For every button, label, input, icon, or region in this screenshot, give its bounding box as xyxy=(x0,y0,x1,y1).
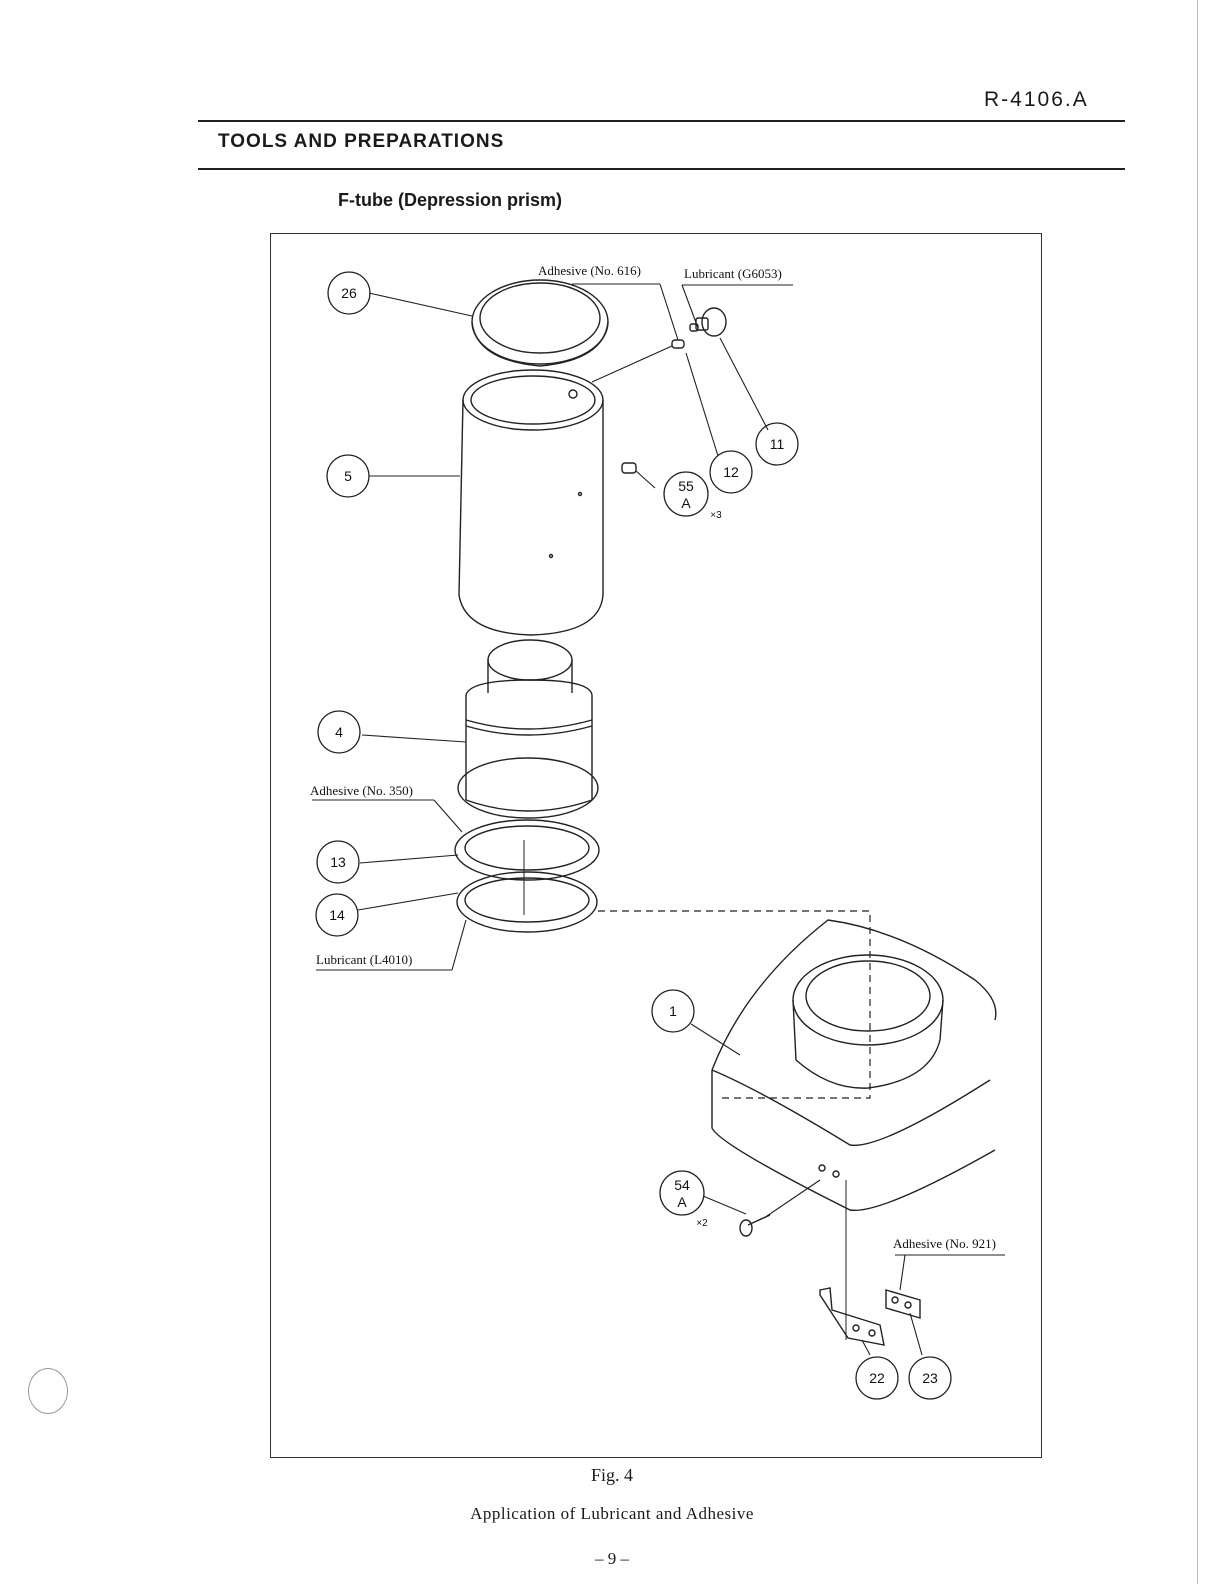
callout-54: 54 xyxy=(674,1177,690,1193)
callout-26: 26 xyxy=(341,285,357,301)
note-adhesive-350: Adhesive (No. 350) xyxy=(310,783,413,798)
part-1-base-housing xyxy=(712,920,996,1210)
callout-4: 4 xyxy=(335,724,343,740)
callout-1: 1 xyxy=(669,1003,677,1019)
part-22-bracket xyxy=(820,1288,884,1345)
callout-23: 23 xyxy=(922,1370,938,1386)
note-adhesive-616: Adhesive (No. 616) xyxy=(538,263,641,278)
callout-55: 55 xyxy=(678,478,694,494)
part-13-ring xyxy=(455,820,599,880)
callout-13: 13 xyxy=(330,854,346,870)
leader-lines xyxy=(312,284,1005,1355)
part-5-tube xyxy=(459,370,603,635)
part-4-prism-holder xyxy=(458,640,598,818)
figure-label: Fig. 4 xyxy=(0,1465,1224,1486)
part-26-cap-ring xyxy=(472,280,608,366)
callout-5: 5 xyxy=(344,468,352,484)
callout-11: 11 xyxy=(770,436,785,452)
callout-circles xyxy=(316,272,951,1399)
page-number: – 9 – xyxy=(0,1549,1224,1569)
callout-55-sub: A xyxy=(681,495,691,511)
callout-14: 14 xyxy=(329,907,345,923)
callout-12: 12 xyxy=(723,464,739,480)
set-screw-55a xyxy=(622,463,636,473)
note-adhesive-921: Adhesive (No. 921) xyxy=(893,1236,996,1251)
figure-caption: Application of Lubricant and Adhesive xyxy=(0,1504,1224,1524)
callout-54-qty: ×2 xyxy=(696,1218,708,1229)
screw-12 xyxy=(672,340,684,348)
callout-55-qty: ×3 xyxy=(710,510,722,521)
part-23-plate xyxy=(886,1290,920,1318)
callout-22: 22 xyxy=(869,1370,885,1386)
callout-54-sub: A xyxy=(677,1194,687,1210)
note-lubricant-g6053: Lubricant (G6053) xyxy=(684,266,782,281)
note-lubricant-l4010: Lubricant (L4010) xyxy=(316,952,412,967)
part-14-ring xyxy=(457,872,597,932)
